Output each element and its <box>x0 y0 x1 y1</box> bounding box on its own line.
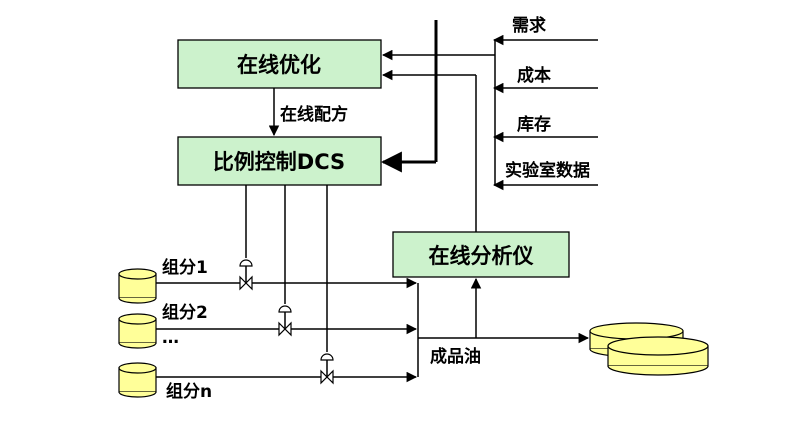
component-1-tank <box>118 268 157 304</box>
ratio-control-dcs-box: 比例控制DCS <box>177 136 382 186</box>
component-1-label: 组分1 <box>162 257 208 278</box>
dcs-valve-signals <box>245 185 328 352</box>
online-optimization-box: 在线优化 <box>177 39 382 89</box>
recipe-label: 在线配方 <box>280 104 348 125</box>
component-n-tank <box>118 362 157 398</box>
product-label: 成品油 <box>430 346 481 367</box>
online-analyzer-label: 在线分析仪 <box>429 244 535 268</box>
control-valve-2 <box>278 305 292 337</box>
ratio-control-dcs-label: 比例控制DCS <box>213 150 345 174</box>
ellipsis-label: … <box>162 328 179 348</box>
input-label-cost: 成本 <box>517 65 551 86</box>
component-flow-lines <box>156 277 590 383</box>
component-2-tank <box>118 313 157 349</box>
control-valve-n <box>320 353 334 385</box>
input-label-lab-data: 实验室数据 <box>505 160 590 181</box>
online-optimization-label: 在线优化 <box>237 53 321 77</box>
input-label-demand: 需求 <box>512 15 546 36</box>
component-2-label: 组分2 <box>162 302 208 323</box>
input-lines <box>492 34 598 191</box>
online-analyzer-box: 在线分析仪 <box>392 231 570 278</box>
input-label-inventory: 库存 <box>517 114 551 135</box>
control-valve-1 <box>239 259 253 291</box>
product-tank-front <box>607 336 709 376</box>
component-n-label: 组分n <box>166 381 212 402</box>
